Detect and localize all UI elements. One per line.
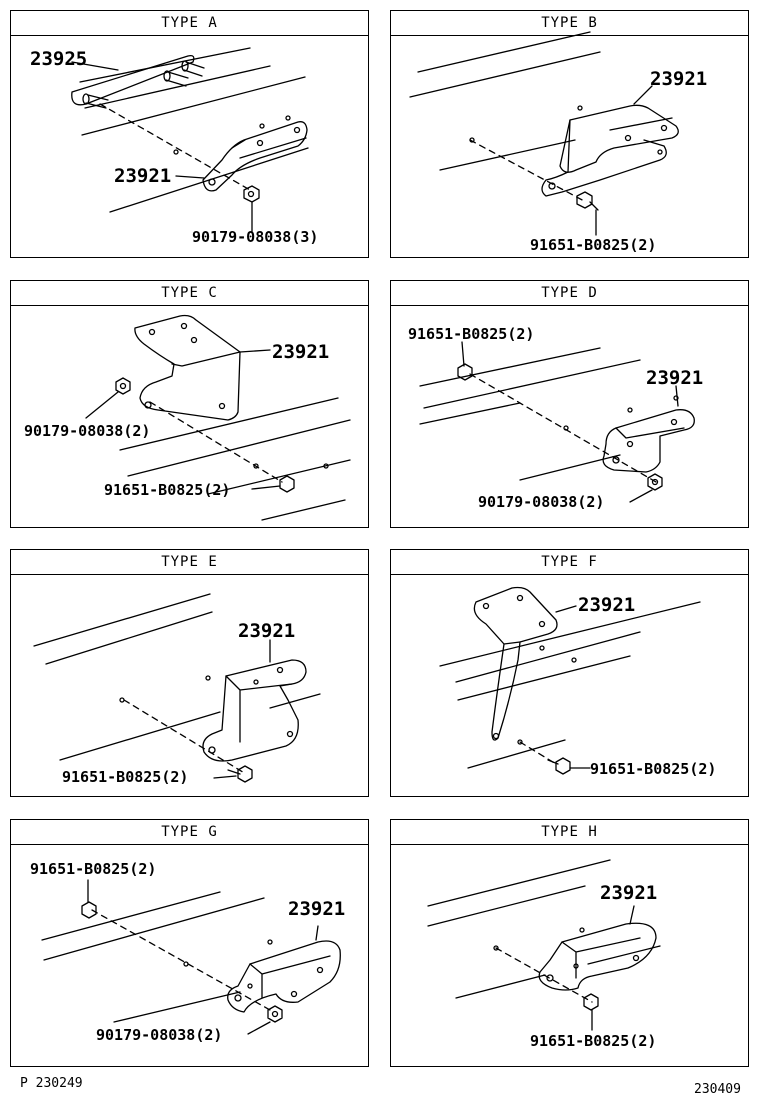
bolt-icon bbox=[227, 765, 253, 783]
part-label: 23921 bbox=[600, 882, 658, 904]
panel-type-h: TYPE H bbox=[390, 819, 749, 1067]
part-label: 91651-B0825(2) bbox=[408, 325, 535, 343]
panel-type-f: TYPE F bbox=[390, 549, 749, 797]
stud-icon bbox=[181, 60, 205, 77]
panel-title: TYPE D bbox=[391, 281, 748, 306]
nut-icon bbox=[647, 473, 663, 491]
part-label: 23921 bbox=[272, 341, 330, 363]
bolt-icon bbox=[583, 993, 599, 1011]
part-label: 91651-B0825(2) bbox=[62, 768, 189, 786]
part-label: 90179-08038(3) bbox=[192, 228, 319, 246]
part-label: 90179-08038(2) bbox=[478, 493, 605, 511]
part-label: 23921 bbox=[650, 68, 708, 90]
part-label: 23921 bbox=[578, 594, 636, 616]
part-label: 23921 bbox=[114, 165, 172, 187]
footer-left-code: P 230249 bbox=[20, 1076, 83, 1091]
panel-title: TYPE H bbox=[391, 820, 748, 845]
diagram-type-h bbox=[427, 859, 661, 1031]
part-label: 23921 bbox=[646, 367, 704, 389]
part-label: 91651-B0825(2) bbox=[530, 1032, 657, 1050]
panel-title: TYPE A bbox=[11, 11, 368, 36]
part-label: 91651-B0825(2) bbox=[104, 481, 231, 499]
footer-right-code: 230409 bbox=[694, 1082, 741, 1097]
diagram-type-d bbox=[419, 341, 695, 503]
panel-type-a: TYPE A bbox=[10, 10, 369, 258]
panel-title: TYPE B bbox=[391, 11, 748, 36]
panel-type-e: TYPE E bbox=[10, 549, 369, 797]
diagram-type-c bbox=[85, 314, 351, 521]
part-label: 90179-08038(2) bbox=[96, 1026, 223, 1044]
part-label: 91651-B0825(2) bbox=[30, 860, 157, 878]
stud-icon bbox=[82, 93, 109, 109]
panel-type-d: TYPE D bbox=[390, 280, 749, 528]
stud-icon bbox=[163, 70, 189, 87]
part-label: 91651-B0825(2) bbox=[590, 760, 717, 778]
bolt-icon bbox=[547, 757, 571, 775]
bolt-icon bbox=[576, 191, 599, 211]
bolt-icon bbox=[457, 363, 473, 381]
bolt-icon bbox=[81, 901, 97, 919]
panel-title: TYPE E bbox=[11, 550, 368, 575]
diagram-type-g bbox=[41, 879, 341, 1035]
diagram-type-e bbox=[33, 593, 321, 783]
panel-title: TYPE G bbox=[11, 820, 368, 845]
part-label: 90179-08038(2) bbox=[24, 422, 151, 440]
panel-type-g: TYPE G bbox=[10, 819, 369, 1067]
bolt-icon bbox=[279, 475, 295, 493]
panel-type-c: TYPE C bbox=[10, 280, 369, 528]
part-label: 23921 bbox=[238, 620, 296, 642]
panel-title: TYPE F bbox=[391, 550, 748, 575]
diagram-type-b bbox=[409, 31, 679, 236]
panel-title: TYPE C bbox=[11, 281, 368, 306]
part-label: 23921 bbox=[288, 898, 346, 920]
nut-icon bbox=[115, 377, 131, 395]
diagram-type-a bbox=[71, 47, 309, 233]
part-label: 91651-B0825(2) bbox=[530, 236, 657, 254]
diagram-type-f bbox=[439, 586, 701, 775]
nut-icon bbox=[243, 185, 260, 203]
nut-icon bbox=[267, 1005, 283, 1023]
part-label: 23925 bbox=[30, 48, 88, 70]
